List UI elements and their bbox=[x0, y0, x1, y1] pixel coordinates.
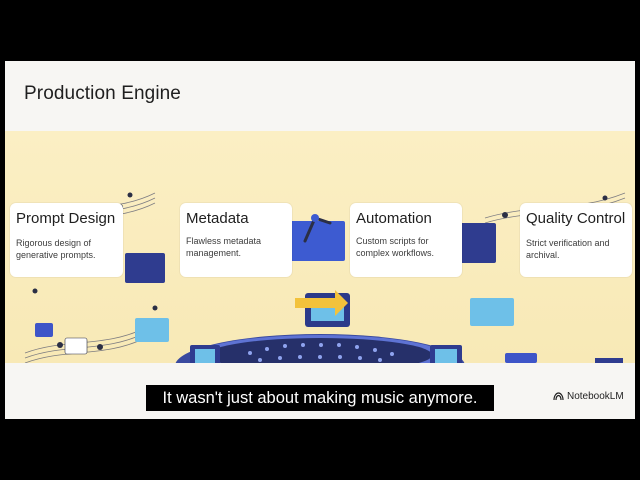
subtitle-caption: It wasn't just about making music anymor… bbox=[146, 385, 494, 411]
stage-description: Strict verification and archival. bbox=[526, 238, 610, 260]
stage-title: Metadata bbox=[186, 210, 249, 227]
stage-title: Automation bbox=[356, 210, 432, 227]
slide: Production Engine bbox=[5, 61, 635, 419]
stage-card-quality-control: Quality Control Strict verification and … bbox=[520, 203, 632, 277]
stage-card-metadata: Metadata Flawless metadata management. bbox=[180, 203, 292, 277]
brand-watermark: NotebookLM bbox=[553, 388, 624, 404]
stage-description: Custom scripts for complex workflows. bbox=[356, 236, 435, 258]
stage-title: Quality Control bbox=[526, 210, 626, 227]
production-illustration bbox=[24, 192, 626, 363]
brand-name: NotebookLM bbox=[567, 390, 624, 402]
stage-card-prompt-design: Prompt Design Rigorous design of generat… bbox=[10, 203, 123, 277]
slide-title: Production Engine bbox=[24, 83, 181, 104]
stage-description: Rigorous design of generative prompts. bbox=[16, 238, 96, 260]
notebooklm-logo-icon bbox=[553, 391, 564, 400]
stage-title: Prompt Design bbox=[16, 210, 116, 227]
stage-description: Flawless metadata management. bbox=[186, 236, 262, 258]
stage-card-automation: Automation Custom scripts for complex wo… bbox=[350, 203, 462, 277]
